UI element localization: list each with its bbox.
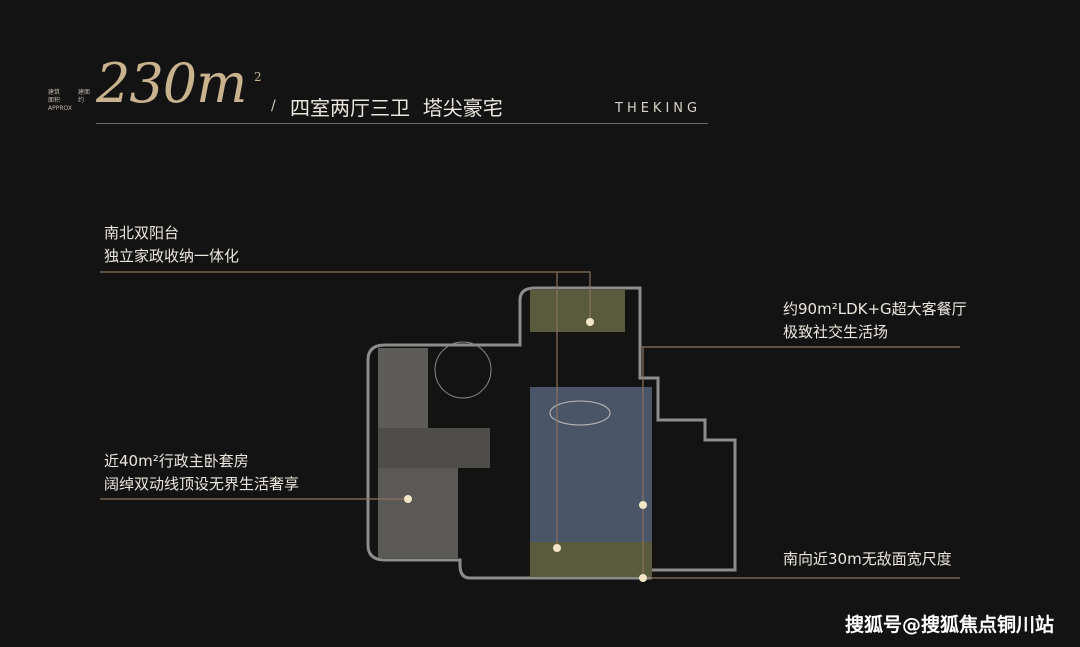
floor-plan-walls [366, 286, 737, 580]
bathroom-zone [378, 348, 428, 428]
watermark: 搜狐号@搜狐焦点铜川站 [844, 614, 1054, 636]
area-value: 230m [96, 52, 247, 115]
callout-line: 约90m²LDK+G超大客餐厅 [783, 300, 967, 318]
callout-balcony: 南北双阳台 独立家政收纳一体化 [104, 222, 239, 268]
master-bedroom-zone [378, 468, 458, 558]
brand-logo: THEKING [615, 101, 702, 116]
callout-line: 南北双阳台 [104, 224, 180, 242]
dining-table-icon [549, 400, 611, 426]
caption-line: 面积 [48, 97, 61, 104]
north-balcony-zone [530, 290, 625, 332]
callout-master: 近40m²行政主卧套房 阔绰双动线顶设无界生活奢享 [104, 450, 299, 496]
area-unit-sup: 2 [254, 70, 262, 84]
area-caption-right: 建面约 [78, 89, 91, 104]
south-balcony-zone [530, 542, 652, 577]
callout-dots [404, 318, 647, 582]
caption-line: 建筑 [48, 89, 61, 96]
header-divider [96, 123, 708, 124]
callout-line: 阔绰双动线顶设无界生活奢享 [104, 475, 300, 493]
caption-line: APPROX [48, 105, 72, 112]
callout-living: 约90m²LDK+G超大客餐厅 极致社交生活场 [783, 298, 967, 344]
living-dining-zone [530, 387, 652, 542]
callout-line: 独立家政收纳一体化 [104, 247, 240, 265]
area-caption-left: 建筑 面积 APPROX [48, 89, 72, 113]
callout-lines [100, 271, 960, 579]
round-table-icon [434, 341, 492, 399]
callout-line: 南向近30m无敌面宽尺度 [783, 550, 952, 568]
callout-frontage: 南向近30m无敌面宽尺度 [783, 548, 952, 571]
title-slash: / [271, 98, 276, 114]
callout-line: 极致社交生活场 [783, 323, 889, 341]
callout-line: 近40m²行政主卧套房 [104, 452, 249, 470]
page-title: 四室两厅三卫 塔尖豪宅 [290, 96, 503, 120]
closet-zone [378, 428, 490, 468]
